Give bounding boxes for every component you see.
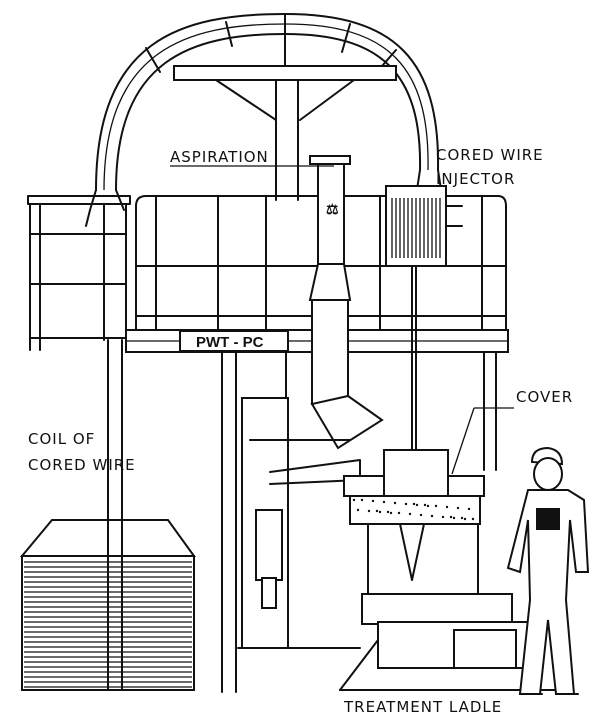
- support-mast: [85, 65, 397, 227]
- ladle-label: TREATMENT LADLE: [343, 698, 502, 716]
- injector-label-line1: CORED WIRE: [436, 146, 544, 164]
- aspiration-label: ASPIRATION: [170, 148, 269, 166]
- coil-label-line2: CORED WIRE: [28, 456, 136, 474]
- ladle-cover: [343, 449, 485, 525]
- svg-text:⚖: ⚖: [326, 201, 339, 217]
- treatment-ladle: [339, 523, 561, 691]
- coil-label-line1: COIL OF: [28, 430, 95, 448]
- wire-coil: [19, 339, 196, 691]
- injector-unit: [385, 185, 463, 561]
- operator-figure: [506, 446, 590, 695]
- cover-label: COVER: [516, 388, 573, 406]
- lower-frame: [221, 351, 497, 693]
- injector-label-line2: INJECTOR: [436, 170, 515, 188]
- aspiration-duct: ⚖: [308, 155, 384, 450]
- plate-label: PWT - PC: [196, 334, 264, 351]
- wire-guide-arch: [95, 13, 443, 197]
- label-leaders: [170, 165, 514, 475]
